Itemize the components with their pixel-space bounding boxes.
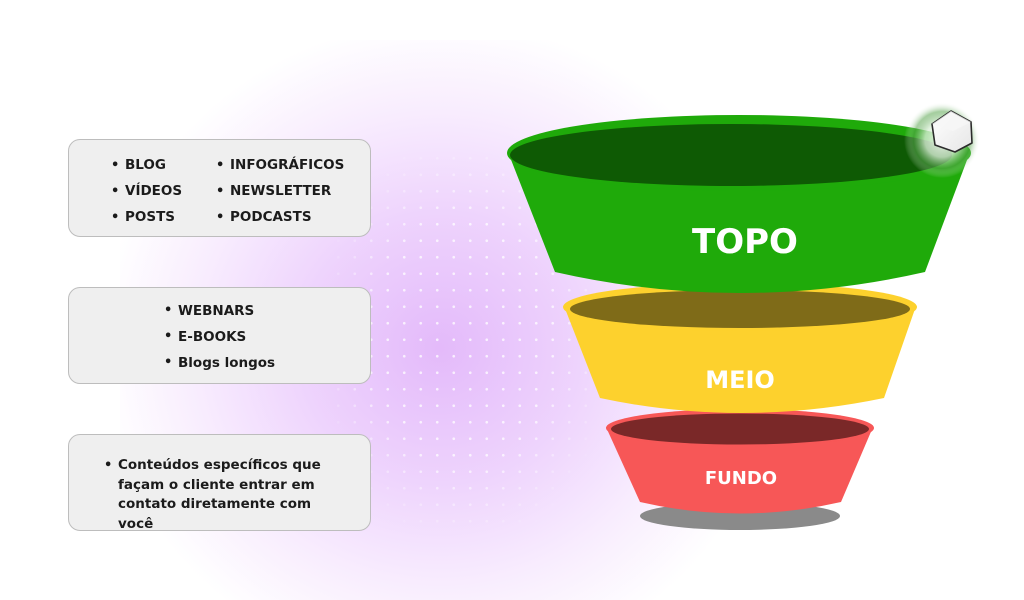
fundo-content-card: Conteúdos específicos que façam o client… bbox=[68, 434, 371, 534]
list-item: POSTS bbox=[111, 204, 182, 231]
stage-label-meio: MEIO bbox=[705, 366, 775, 394]
list-item: NEWSLETTER bbox=[216, 178, 344, 205]
topo-list-column-2: INFOGRÁFICOS NEWSLETTER PODCASTS bbox=[216, 152, 344, 231]
topo-list-column-1: BLOG VÍDEOS POSTS bbox=[111, 152, 182, 231]
hexagon-cube-icon bbox=[904, 102, 980, 178]
list-item: Conteúdos específicos que façam o client… bbox=[104, 456, 348, 534]
fundo-list: Conteúdos específicos que façam o client… bbox=[104, 456, 348, 534]
stage-label-fundo: FUNDO bbox=[705, 468, 777, 489]
list-item: INFOGRÁFICOS bbox=[216, 152, 344, 179]
funnel-stage-fundo: FUNDO bbox=[606, 409, 874, 514]
list-item: PODCASTS bbox=[216, 204, 344, 231]
funnel-stage-meio: MEIO bbox=[563, 283, 917, 413]
list-item: VÍDEOS bbox=[111, 178, 182, 205]
stage-label-topo: TOPO bbox=[692, 222, 798, 262]
meio-content-card: WEBNARS E-BOOKS Blogs longos bbox=[68, 287, 371, 384]
list-item: BLOG bbox=[111, 152, 182, 179]
list-item: E-BOOKS bbox=[164, 324, 275, 350]
list-item: WEBNARS bbox=[164, 298, 275, 324]
funnel-stage-topo: TOPO bbox=[507, 115, 971, 293]
meio-list: WEBNARS E-BOOKS Blogs longos bbox=[164, 298, 275, 376]
topo-content-card: BLOG VÍDEOS POSTS INFOGRÁFICOS NEWSLETTE… bbox=[68, 139, 371, 237]
list-item: Blogs longos bbox=[164, 350, 275, 376]
